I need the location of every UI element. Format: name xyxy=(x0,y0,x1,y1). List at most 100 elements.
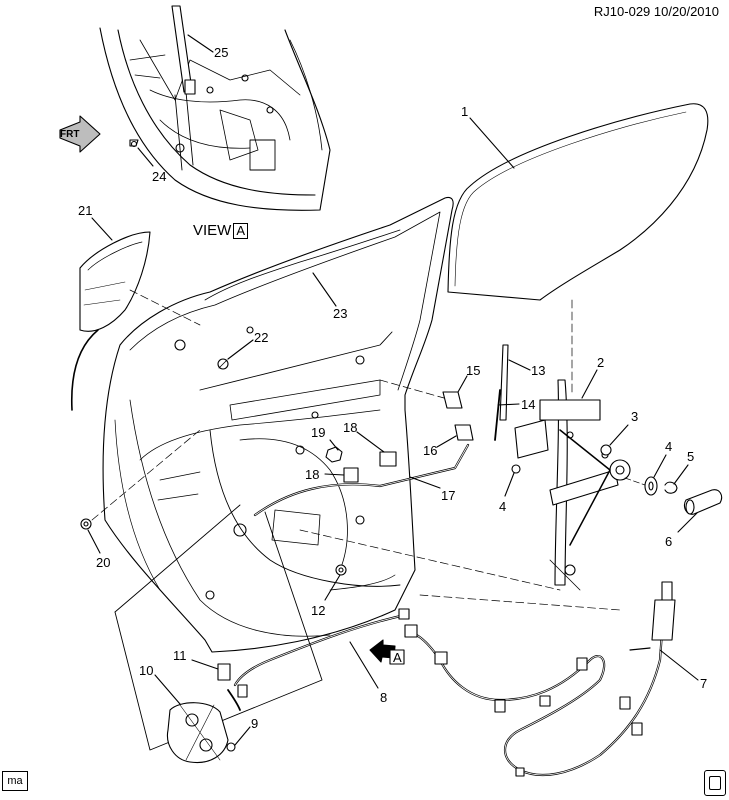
front-marker-text: FRT xyxy=(60,129,79,140)
callout-1: 1 xyxy=(461,104,468,119)
part-23-door-inner-panel xyxy=(102,196,454,653)
leader-19 xyxy=(329,439,339,451)
part-24-fastener xyxy=(129,139,139,148)
view-a-arrow-icon: A xyxy=(369,639,405,665)
callout-19: 19 xyxy=(311,425,325,440)
part-8-door-cable xyxy=(233,608,410,687)
leader-9 xyxy=(234,726,251,746)
callout-9: 9 xyxy=(251,716,258,731)
part-7-wiring-harness xyxy=(404,581,676,777)
callout-10: 10 xyxy=(139,663,153,678)
callout-18-upper: 18 xyxy=(343,420,357,435)
lock-detail-outline xyxy=(114,504,323,751)
leader-24 xyxy=(137,147,154,167)
callout-8: 8 xyxy=(380,690,387,705)
leader-10 xyxy=(154,674,181,705)
leader-16 xyxy=(436,435,457,448)
latch-connector xyxy=(237,684,248,698)
callout-21: 21 xyxy=(78,203,92,218)
callout-24: 24 xyxy=(152,169,166,184)
trim-alignment-line xyxy=(129,289,201,326)
leader-11 xyxy=(191,659,219,670)
part-1-window-glass xyxy=(447,103,709,301)
leader-5 xyxy=(673,464,689,485)
view-a-arrow-text: A xyxy=(393,650,402,665)
part-10-door-latch xyxy=(166,702,229,764)
view-label-box: A xyxy=(233,222,249,239)
leader-6 xyxy=(677,512,698,533)
latch-rod xyxy=(227,689,241,711)
leader-25 xyxy=(187,34,214,53)
part-18-clip-lower xyxy=(343,467,359,483)
diagram-date: 10/20/2010 xyxy=(653,4,719,19)
leader-20 xyxy=(87,529,101,554)
leader-7 xyxy=(659,649,699,681)
part-16-clip xyxy=(454,424,474,441)
callout-20: 20 xyxy=(96,555,110,570)
leader-15 xyxy=(457,375,468,393)
part-11-rod-clip xyxy=(217,663,231,681)
callout-4-lower: 4 xyxy=(499,499,506,514)
corner-label: ma xyxy=(7,775,23,787)
diagram-header: RJ10-029 10/20/2010 xyxy=(594,4,719,19)
callout-25: 25 xyxy=(214,45,228,60)
bumper-alignment-line xyxy=(379,379,445,399)
callout-3: 3 xyxy=(631,409,638,424)
leader-17 xyxy=(409,476,441,489)
part-12-fastener xyxy=(335,564,347,576)
callout-16: 16 xyxy=(423,443,437,458)
callout-22: 22 xyxy=(254,330,268,345)
view-a-label: VIEW A xyxy=(193,222,249,239)
callout-14: 14 xyxy=(521,397,535,412)
callout-7: 7 xyxy=(700,676,707,691)
part-5-retainer-clip xyxy=(664,481,678,494)
reference-image-icon xyxy=(704,770,726,796)
callout-13: 13 xyxy=(531,363,545,378)
ma-tag-icon: ma xyxy=(2,771,28,791)
leader-3 xyxy=(609,424,629,446)
part-25-lift-channel xyxy=(171,5,196,95)
callout-11: 11 xyxy=(173,648,187,663)
callout-17: 17 xyxy=(441,488,455,503)
callout-15: 15 xyxy=(466,363,480,378)
leader-13 xyxy=(508,359,531,371)
washer-alignment-line xyxy=(624,477,646,486)
callout-18-lower: 18 xyxy=(305,467,319,482)
part-2-window-regulator xyxy=(514,379,631,591)
leader-2 xyxy=(581,369,598,399)
part-4-washer xyxy=(644,476,658,496)
callout-4-upper: 4 xyxy=(665,439,672,454)
callout-labels: 1 2 3 4 4 5 6 7 8 9 10 11 12 13 14 15 16… xyxy=(78,45,707,731)
part-15-bumper xyxy=(442,391,463,409)
leader-21 xyxy=(91,217,113,241)
callout-5: 5 xyxy=(687,449,694,464)
leader-12 xyxy=(324,574,341,601)
leader-8 xyxy=(349,641,379,689)
part-6-crank-handle xyxy=(683,489,723,515)
leader-22 xyxy=(227,339,254,360)
leader-23 xyxy=(312,272,337,307)
leader-4-lower xyxy=(504,472,515,497)
front-direction-arrow-icon: FRT xyxy=(59,115,101,153)
callout-2: 2 xyxy=(597,355,604,370)
leader-18-upper xyxy=(356,431,385,453)
part-17-lock-rod xyxy=(253,443,470,517)
leader-1 xyxy=(469,117,515,169)
part-22-fastener xyxy=(217,358,229,370)
diagram-code: RJ10-029 xyxy=(593,4,651,19)
part-13-rod xyxy=(499,344,509,421)
leader-14 xyxy=(497,403,520,406)
callout-12: 12 xyxy=(311,603,325,618)
part-18-clip-upper xyxy=(379,451,397,467)
leader-18-lower xyxy=(324,473,345,476)
view-label-text: VIEW xyxy=(193,222,232,239)
part-3-fastener xyxy=(600,444,612,456)
regulator-alignment-line xyxy=(299,529,561,591)
part-20-fastener xyxy=(80,518,92,530)
part-21-outside-trim xyxy=(70,231,151,411)
view-a-inset xyxy=(99,27,331,211)
callout-6: 6 xyxy=(665,534,672,549)
callout-23: 23 xyxy=(333,306,347,321)
part-4-bolt-lower xyxy=(511,464,521,474)
